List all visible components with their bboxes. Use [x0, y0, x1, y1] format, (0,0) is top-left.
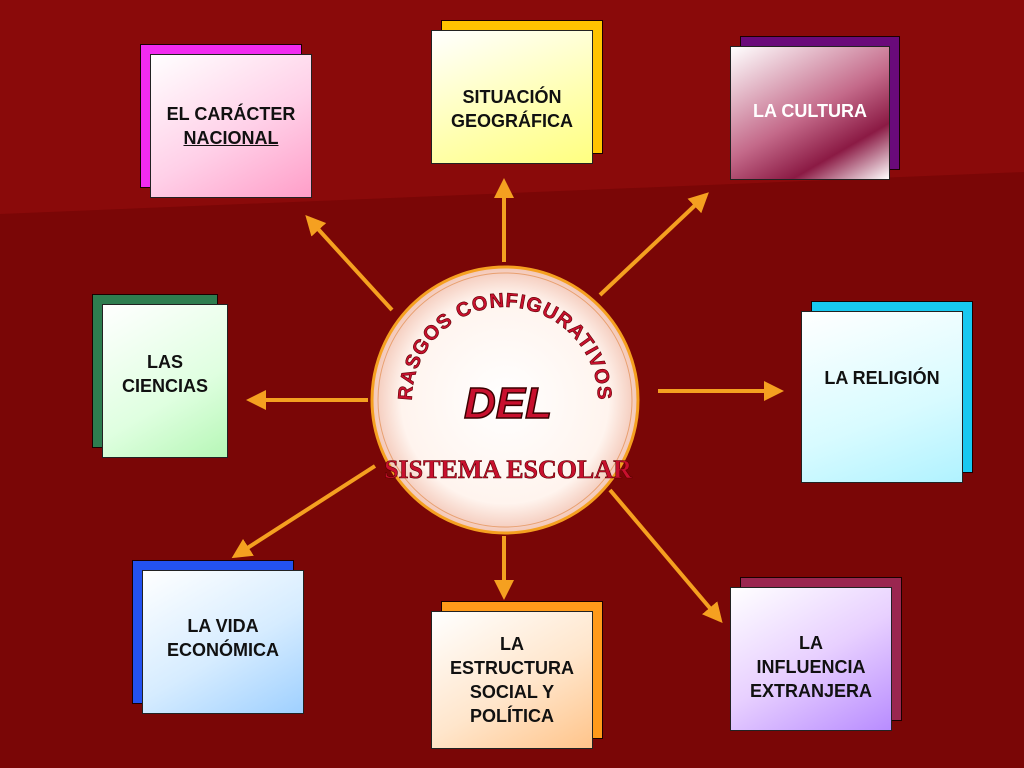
- node-face: LA INFLUENCIA EXTRANJERA: [730, 587, 892, 731]
- node-label-line1: SITUACIÓN: [462, 87, 562, 107]
- center-title-del: DEL: [464, 379, 552, 428]
- node-label-line1: LA CULTURA: [753, 101, 867, 121]
- node-face: LAS CIENCIAS: [102, 304, 228, 458]
- node-la-religion: LA RELIGIÓN: [801, 301, 973, 483]
- node-las-ciencias: LAS CIENCIAS: [92, 294, 228, 458]
- node-label-line3: EXTRANJERA: [749, 681, 873, 701]
- node-caracter-nacional: EL CARÁCTER NACIONAL: [140, 44, 312, 198]
- node-label-line1: EL CARÁCTER: [166, 104, 296, 124]
- arrow-to-influencia: [608, 488, 723, 624]
- node-label-line4: POLÍTICA: [470, 706, 554, 726]
- arrow-to-caracter: [305, 215, 394, 312]
- node-label-line2: ECONÓMICA: [167, 640, 279, 660]
- node-face: LA CULTURA: [730, 46, 890, 180]
- node-face: LA VIDA ECONÓMICA: [142, 570, 304, 714]
- arrow-to-cultura: [598, 192, 709, 297]
- node-label-line2: CIENCIAS: [121, 376, 208, 396]
- node-face: EL CARÁCTER NACIONAL: [150, 54, 312, 198]
- arrow-to-vida: [231, 464, 377, 559]
- node-face: LA RELIGIÓN: [801, 311, 963, 483]
- node-label-line1: LAS: [146, 352, 183, 372]
- node-label-line2: INFLUENCIA: [756, 657, 866, 677]
- node-label-line2: GEOGRÁFICA: [450, 111, 573, 131]
- center-circle: [370, 265, 640, 535]
- node-la-cultura: LA CULTURA: [730, 36, 900, 180]
- node-label-line2: ESTRUCTURA: [450, 658, 574, 678]
- node-label-line2: NACIONAL: [183, 128, 279, 148]
- node-la-vida-economica: LA VIDA ECONÓMICA: [132, 560, 304, 714]
- node-label-line1: LA: [799, 633, 823, 653]
- node-face: SITUACIÓN GEOGRÁFICA: [431, 30, 593, 164]
- node-label-line1: LA RELIGIÓN: [824, 368, 940, 388]
- center-title-sistema: SISTEMA ESCOLAR: [384, 455, 632, 484]
- node-la-influencia-extranjera: LA INFLUENCIA EXTRANJERA: [730, 577, 902, 731]
- node-la-estructura-social-politica: LA ESTRUCTURA SOCIAL Y POLÍTICA: [431, 601, 603, 749]
- node-situacion-geografica: SITUACIÓN GEOGRÁFICA: [431, 20, 603, 164]
- node-face: LA ESTRUCTURA SOCIAL Y POLÍTICA: [431, 611, 593, 749]
- node-label-line1: LA VIDA: [187, 616, 259, 636]
- node-label-line3: SOCIAL Y: [469, 682, 555, 702]
- node-label-line1: LA: [500, 634, 524, 654]
